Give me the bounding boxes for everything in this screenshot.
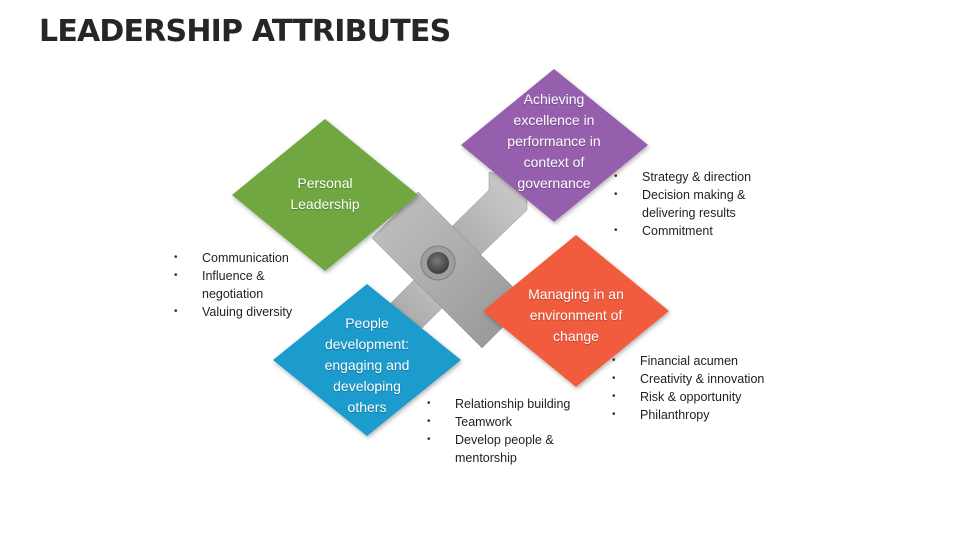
diamond-text-line: governance bbox=[517, 175, 591, 191]
list-item: Communication bbox=[174, 249, 292, 267]
diamond-text-line: performance in bbox=[507, 133, 601, 149]
list-managing-change: Financial acumenCreativity & innovationR… bbox=[612, 352, 764, 424]
list-item-line: Philanthropy bbox=[640, 408, 710, 422]
diamond-label-achieving: Achieving excellence in performance in cont… bbox=[494, 89, 614, 194]
list-item: Relationship building bbox=[427, 395, 570, 413]
list-item-line: mentorship bbox=[455, 451, 517, 465]
list-item-line: Develop people & bbox=[455, 433, 554, 447]
diamond-text-line: others bbox=[347, 399, 387, 415]
list-personal-leadership: CommunicationInfluence & negotiationValui… bbox=[174, 249, 292, 321]
list-item: Philanthropy bbox=[612, 406, 764, 424]
diamond-text-line: Leadership bbox=[290, 196, 360, 212]
diamond-text-line: Managing in an bbox=[528, 286, 624, 302]
diamond-text-line: Achieving bbox=[523, 91, 585, 107]
diamond-text-line: development: bbox=[324, 336, 410, 352]
diamond-text-line: engaging and bbox=[324, 357, 410, 373]
list-item-line: delivering results bbox=[642, 206, 736, 220]
diamond-achieving-excellence bbox=[461, 69, 648, 222]
list-item-line: Financial acumen bbox=[640, 354, 738, 368]
page-title: LEADERSHIP ATTRIBUTES bbox=[39, 14, 451, 49]
list-item-line: Valuing diversity bbox=[202, 305, 293, 319]
list-item: Valuing diversity bbox=[174, 303, 292, 321]
list-item: Commitment bbox=[614, 222, 751, 240]
list-item-line: Commitment bbox=[642, 224, 713, 238]
diamond-text-line: context of bbox=[523, 154, 585, 170]
list-item: Develop people & mentorship bbox=[427, 431, 570, 467]
diamond-personal-leadership bbox=[232, 119, 418, 271]
list-item: Creativity & innovation bbox=[612, 370, 764, 388]
list-item-line: Risk & opportunity bbox=[640, 390, 742, 404]
list-people-development: Relationship buildingTeamworkDevelop peo… bbox=[427, 395, 570, 467]
list-item: Financial acumen bbox=[612, 352, 764, 370]
diamond-text-line: excellence in bbox=[513, 112, 595, 128]
diamond-text-line: Personal bbox=[297, 175, 353, 191]
diamond-text-line: People bbox=[345, 315, 389, 331]
list-item: Teamwork bbox=[427, 413, 570, 431]
list-item-line: Decision making & bbox=[642, 188, 746, 202]
diamond-text-line: change bbox=[553, 328, 599, 344]
diamond-people-development bbox=[273, 284, 461, 436]
list-item-line: negotiation bbox=[202, 287, 264, 301]
diamond-text-line: developing bbox=[333, 378, 401, 394]
list-item-line: Relationship building bbox=[455, 397, 571, 411]
list-item: Decision making & delivering results bbox=[614, 186, 751, 222]
list-item: Risk & opportunity bbox=[612, 388, 764, 406]
list-item-line: Influence & bbox=[202, 269, 265, 283]
list-item-line: Communication bbox=[202, 251, 289, 265]
diamond-label-people: People development: engaging and developing… bbox=[305, 313, 429, 418]
diamond-managing-change bbox=[483, 235, 669, 387]
list-item: Strategy & direction bbox=[614, 168, 751, 186]
list-item-line: Creativity & innovation bbox=[640, 372, 765, 386]
list-item: Influence & negotiation bbox=[174, 267, 292, 303]
diamond-text-line: environment of bbox=[529, 307, 623, 323]
list-achieving-excellence: Strategy & directionDecision making & del… bbox=[614, 168, 751, 240]
list-item-line: Strategy & direction bbox=[642, 170, 752, 184]
center-hub bbox=[427, 252, 449, 274]
list-item-line: Teamwork bbox=[455, 415, 512, 429]
diamond-label-managing: Managing in an environment of change bbox=[515, 284, 637, 347]
